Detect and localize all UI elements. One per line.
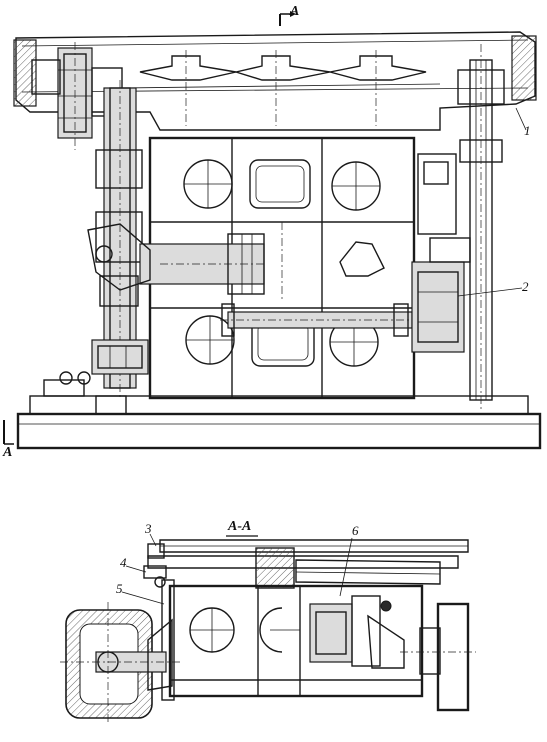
leader-2	[457, 287, 523, 297]
upper-left-parts	[121, 533, 167, 605]
base-plate	[16, 379, 542, 450]
right-column	[457, 44, 505, 410]
beam-end-left	[13, 39, 37, 107]
section-view-a-a	[60, 533, 476, 724]
lower-gearbox	[59, 339, 149, 385]
section-mark-left: A	[3, 445, 13, 460]
callout-3: 3	[145, 521, 152, 536]
front-elevation-view	[3, 11, 542, 450]
motor-assembly	[411, 153, 471, 353]
callout-1: 1	[524, 123, 531, 138]
leader-1	[515, 107, 527, 131]
right-wheel	[400, 602, 476, 712]
callout-2: 2	[522, 279, 529, 294]
beam-hubs	[139, 50, 427, 126]
section-cut-markers	[3, 11, 296, 445]
beam-end-right	[511, 35, 537, 101]
beam-section-left	[60, 602, 180, 724]
internal-mechanism	[309, 537, 405, 669]
callout-4: 4	[120, 555, 127, 570]
callout-5: 5	[116, 581, 123, 596]
callout-6: 6	[352, 523, 359, 538]
section-housing	[161, 579, 424, 701]
main-housing	[148, 136, 416, 400]
section-mark-top: A	[290, 4, 300, 19]
top-rails	[147, 539, 469, 589]
left-shaft-assembly	[31, 42, 143, 400]
section-title: A-A	[228, 519, 252, 534]
horizontal-drive-shaft	[87, 223, 420, 337]
